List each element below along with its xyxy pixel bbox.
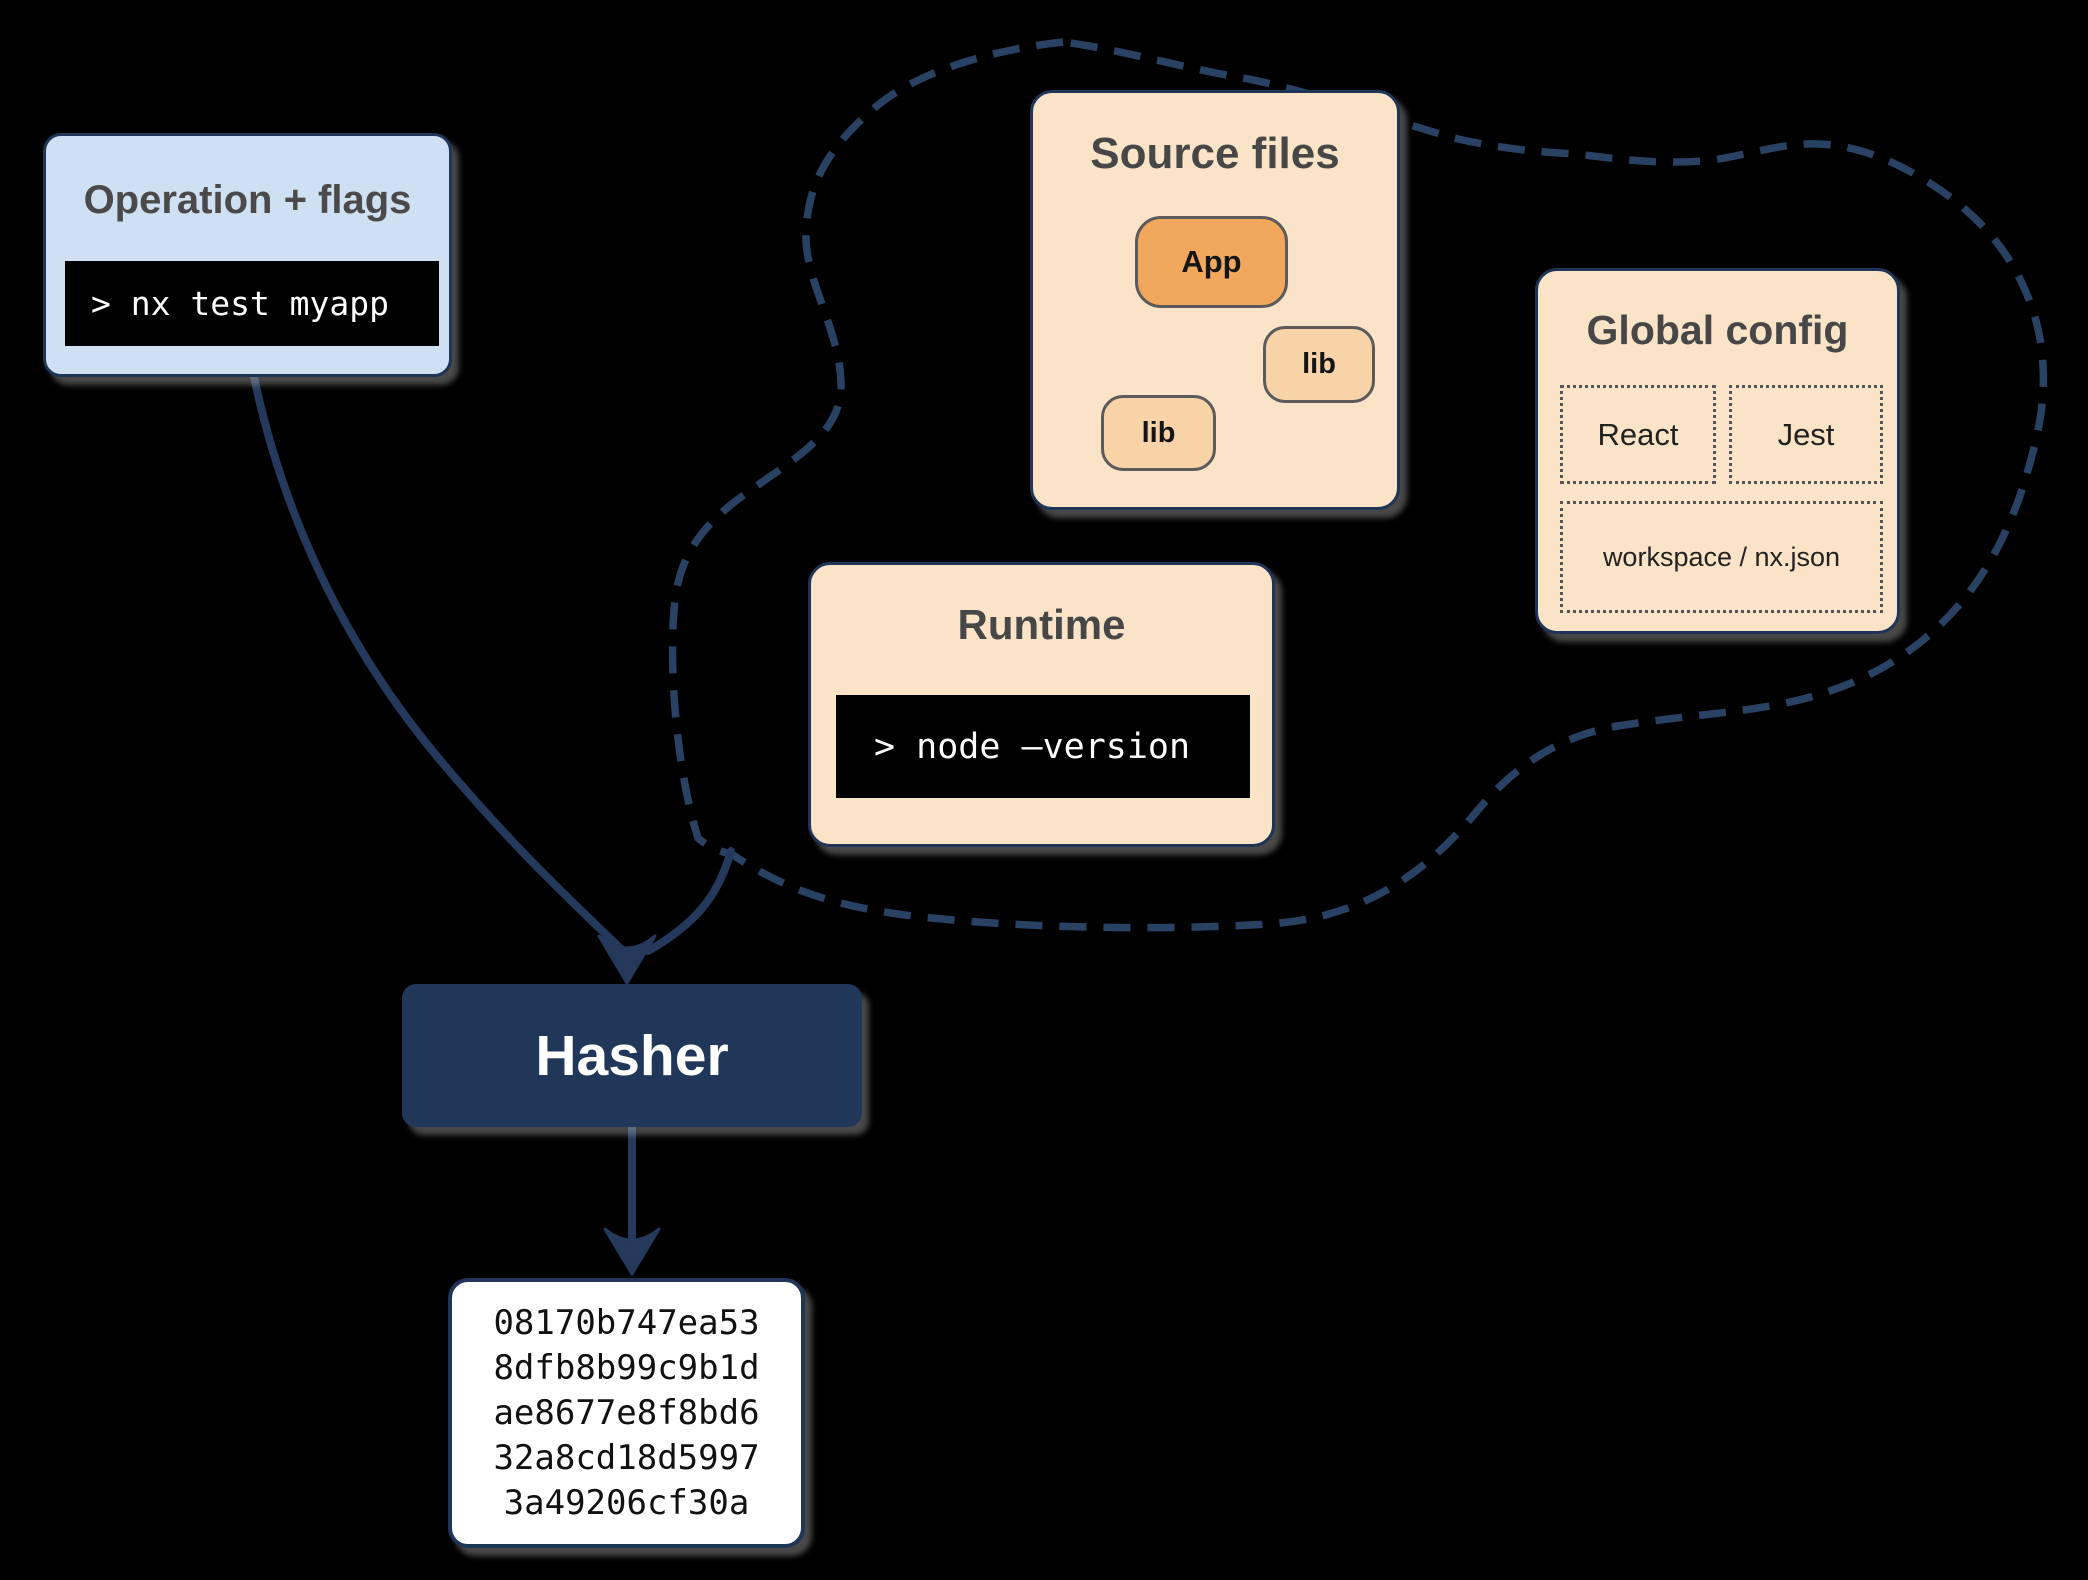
hasher-input-arrowhead (597, 934, 657, 985)
react-chip-label: React (1597, 416, 1679, 452)
runtime-terminal: > node –version (836, 695, 1250, 798)
hash-line: 3a49206cf30a (503, 1482, 750, 1523)
app-node: App (1135, 216, 1288, 308)
operation-to-hasher-arrow (250, 373, 626, 954)
global-config-workspace-chip: workspace / nx.json (1560, 501, 1883, 613)
runtime-box: Runtime > node –version (808, 562, 1275, 847)
hash-line: 8dfb8b99c9b1d (493, 1347, 760, 1388)
lib-node-right-label: lib (1302, 348, 1336, 380)
global-config-box: Global config React Jest workspace / nx.… (1535, 268, 1900, 634)
jest-chip-label: Jest (1777, 416, 1835, 452)
workspace-chip-label: workspace / nx.json (1602, 541, 1841, 572)
cloud-to-hasher-arrow (644, 847, 735, 955)
inputs-cloud-outline (668, 38, 2048, 932)
global-config-title: Global config (1586, 307, 1849, 353)
hash-line: 08170b747ea53 (493, 1302, 760, 1343)
hasher-box: Hasher (402, 984, 862, 1127)
operation-terminal: > nx test myapp (65, 261, 439, 346)
source-files-title: Source files (1090, 129, 1340, 178)
runtime-title: Runtime (957, 601, 1126, 648)
hasher-to-hash-arrowhead (603, 1227, 661, 1276)
operation-command-text: > nx test myapp (91, 284, 390, 323)
hasher-label: Hasher (535, 1023, 729, 1088)
app-node-label: App (1181, 244, 1242, 279)
operation-flags-box: Operation + flags > nx test myapp (43, 133, 452, 377)
global-config-react-chip: React (1560, 385, 1716, 484)
source-files-box: Source files App lib lib (1030, 90, 1400, 510)
lib-node-left: lib (1101, 395, 1216, 471)
lib-node-left-label: lib (1141, 416, 1176, 449)
hash-line: ae8677e8f8bd6 (493, 1392, 760, 1433)
lib-node-right: lib (1263, 326, 1375, 403)
runtime-command-text: > node –version (874, 726, 1191, 767)
operation-flags-title: Operation + flags (83, 178, 412, 222)
global-config-jest-chip: Jest (1729, 385, 1883, 484)
hash-output-box: 08170b747ea53 8dfb8b99c9b1d ae8677e8f8bd… (448, 1278, 805, 1548)
hash-line: 32a8cd18d5997 (493, 1437, 760, 1478)
